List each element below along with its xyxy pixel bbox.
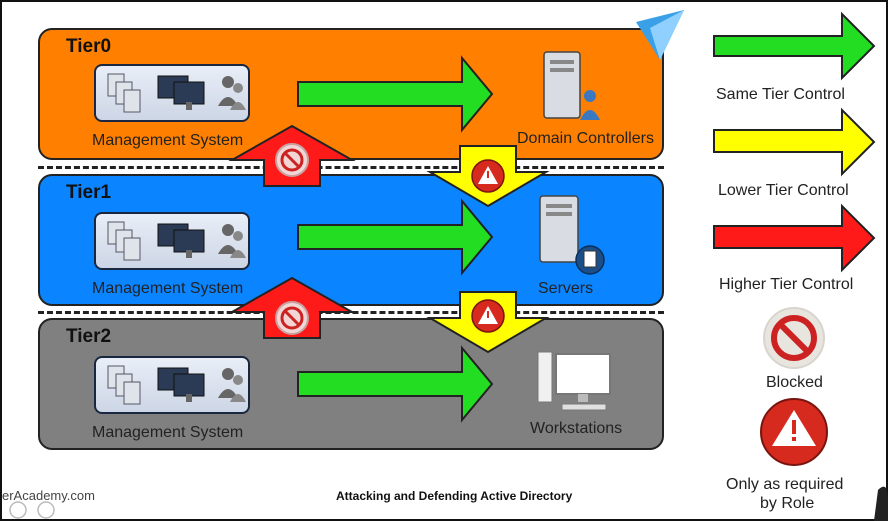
legend-higher-tier-label: Higher Tier Control (719, 276, 854, 293)
legend-lower-tier-label: Lower Tier Control (718, 182, 849, 199)
workstation-icon (537, 351, 611, 411)
footer-title: Attacking and Defending Active Directory (336, 489, 573, 503)
server-icon (539, 195, 605, 275)
tier0-destination-label: Domain Controllers (517, 130, 654, 147)
tier0-management-label: Management System (92, 132, 244, 149)
tier0-label: Tier0 (66, 36, 112, 57)
more-icon (37, 501, 55, 519)
logo-icon (636, 10, 684, 60)
footer-site-fragment: erAcademy.com (2, 488, 95, 503)
legend-same-tier-label: Same Tier Control (716, 86, 845, 103)
legend-only-as-required-line2: by Role (760, 495, 815, 512)
legend-only-as-required-line1: Only as required (726, 476, 844, 493)
legend-lower-tier-arrow (713, 107, 876, 177)
tier2-same-tier-arrow (297, 345, 494, 423)
tier1-destination-label: Servers (538, 280, 594, 297)
corner-shape (874, 486, 888, 521)
server-stack-icon (107, 73, 246, 113)
tier2-label: Tier2 (66, 326, 112, 347)
legend-higher-tier-arrow (713, 203, 876, 273)
tier1-same-tier-arrow (297, 198, 494, 276)
server-stack-icon (107, 365, 246, 405)
domain-controller-icon (543, 51, 600, 120)
search-icon (9, 501, 27, 519)
tier1-management-label: Management System (92, 280, 244, 297)
tier2-management-icons (94, 356, 250, 414)
tier2-management-label: Management System (92, 424, 244, 441)
legend-same-tier-arrow (713, 11, 876, 81)
server-stack-icon (107, 221, 246, 261)
tier2-destination-label: Workstations (530, 420, 623, 437)
tier-separator-0-1 (38, 166, 664, 169)
tier0-same-tier-arrow (297, 55, 494, 133)
tier0-management-icons (94, 64, 250, 122)
tier1-management-icons (94, 212, 250, 270)
legend-blocked-label: Blocked (766, 374, 823, 391)
tier1-label: Tier1 (66, 182, 112, 203)
